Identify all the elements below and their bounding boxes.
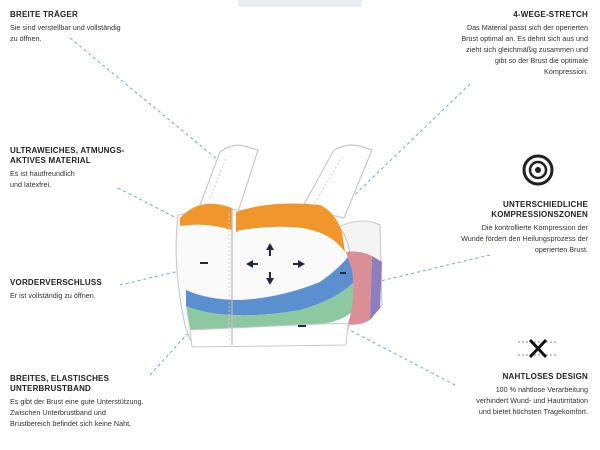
- leader-kompressionszonen: [371, 254, 491, 284]
- target-icon: [522, 154, 554, 186]
- label-title: ULTRAWEICHES, ATMUNGS- AKTIVES MATERIAL: [10, 146, 125, 165]
- label-vorderverschluss: VORDERVERSCHLUSS Er ist vollständig zu ö…: [10, 278, 160, 301]
- top-caption-bar: [238, 0, 362, 7]
- label-text: Es gibt der Brust eine gute Unterstützun…: [10, 397, 144, 428]
- label-title: 4-WEGE-STRETCH: [513, 10, 588, 19]
- label-breite-traeger: BREITE TRÄGER Sie sind verstellbar und v…: [10, 10, 180, 44]
- label-kompressionszonen: UNTERSCHIEDLICHE KOMPRESSIONSZONEN Die k…: [398, 200, 588, 255]
- label-text: Er ist vollständig zu öffnen.: [10, 291, 96, 300]
- label-text: Es ist hautfreundlich und latexfrei.: [10, 169, 75, 189]
- zone-pink: [346, 251, 372, 325]
- label-text: Das Material passt sich der operierten B…: [461, 23, 588, 76]
- label-text: Sie sind verstellbar und vollständig zu …: [10, 23, 121, 43]
- label-title: UNTERSCHIEDLICHE KOMPRESSIONSZONEN: [491, 200, 588, 219]
- label-title: VORDERVERSCHLUSS: [10, 278, 102, 287]
- seam-markers: [200, 262, 346, 327]
- zone-blue: [186, 252, 354, 316]
- label-text: 100 % nahtlose Verarbeitung verhindert W…: [476, 385, 588, 416]
- zone-orange-left: [180, 203, 232, 230]
- zone-purple: [370, 256, 382, 320]
- underband: [189, 323, 349, 348]
- label-ultraweiches: ULTRAWEICHES, ATMUNGS- AKTIVES MATERIAL …: [10, 146, 160, 190]
- label-title: BREITES, ELASTISCHES UNTERBRUSTBAND: [10, 374, 110, 393]
- label-unterbrustband: BREITES, ELASTISCHES UNTERBRUSTBAND Es g…: [10, 374, 200, 429]
- zone-green: [186, 282, 354, 330]
- label-wege-stretch: 4-WEGE-STRETCH Das Material passt sich d…: [398, 10, 588, 77]
- label-nahtloses: NAHTLOSES DESIGN 100 % nahtlose Verarbei…: [408, 372, 588, 417]
- compression-arrows: [246, 243, 305, 285]
- leader-nahtloses: [339, 324, 456, 386]
- label-title: NAHTLOSES DESIGN: [502, 372, 588, 381]
- bra-straps: [199, 144, 373, 219]
- leader-breite-traeger: [69, 37, 219, 161]
- no-seam-icon: [518, 338, 558, 359]
- label-text: Die kontrollierte Kompression der Wunde …: [461, 223, 588, 254]
- label-title: BREITE TRÄGER: [10, 10, 78, 19]
